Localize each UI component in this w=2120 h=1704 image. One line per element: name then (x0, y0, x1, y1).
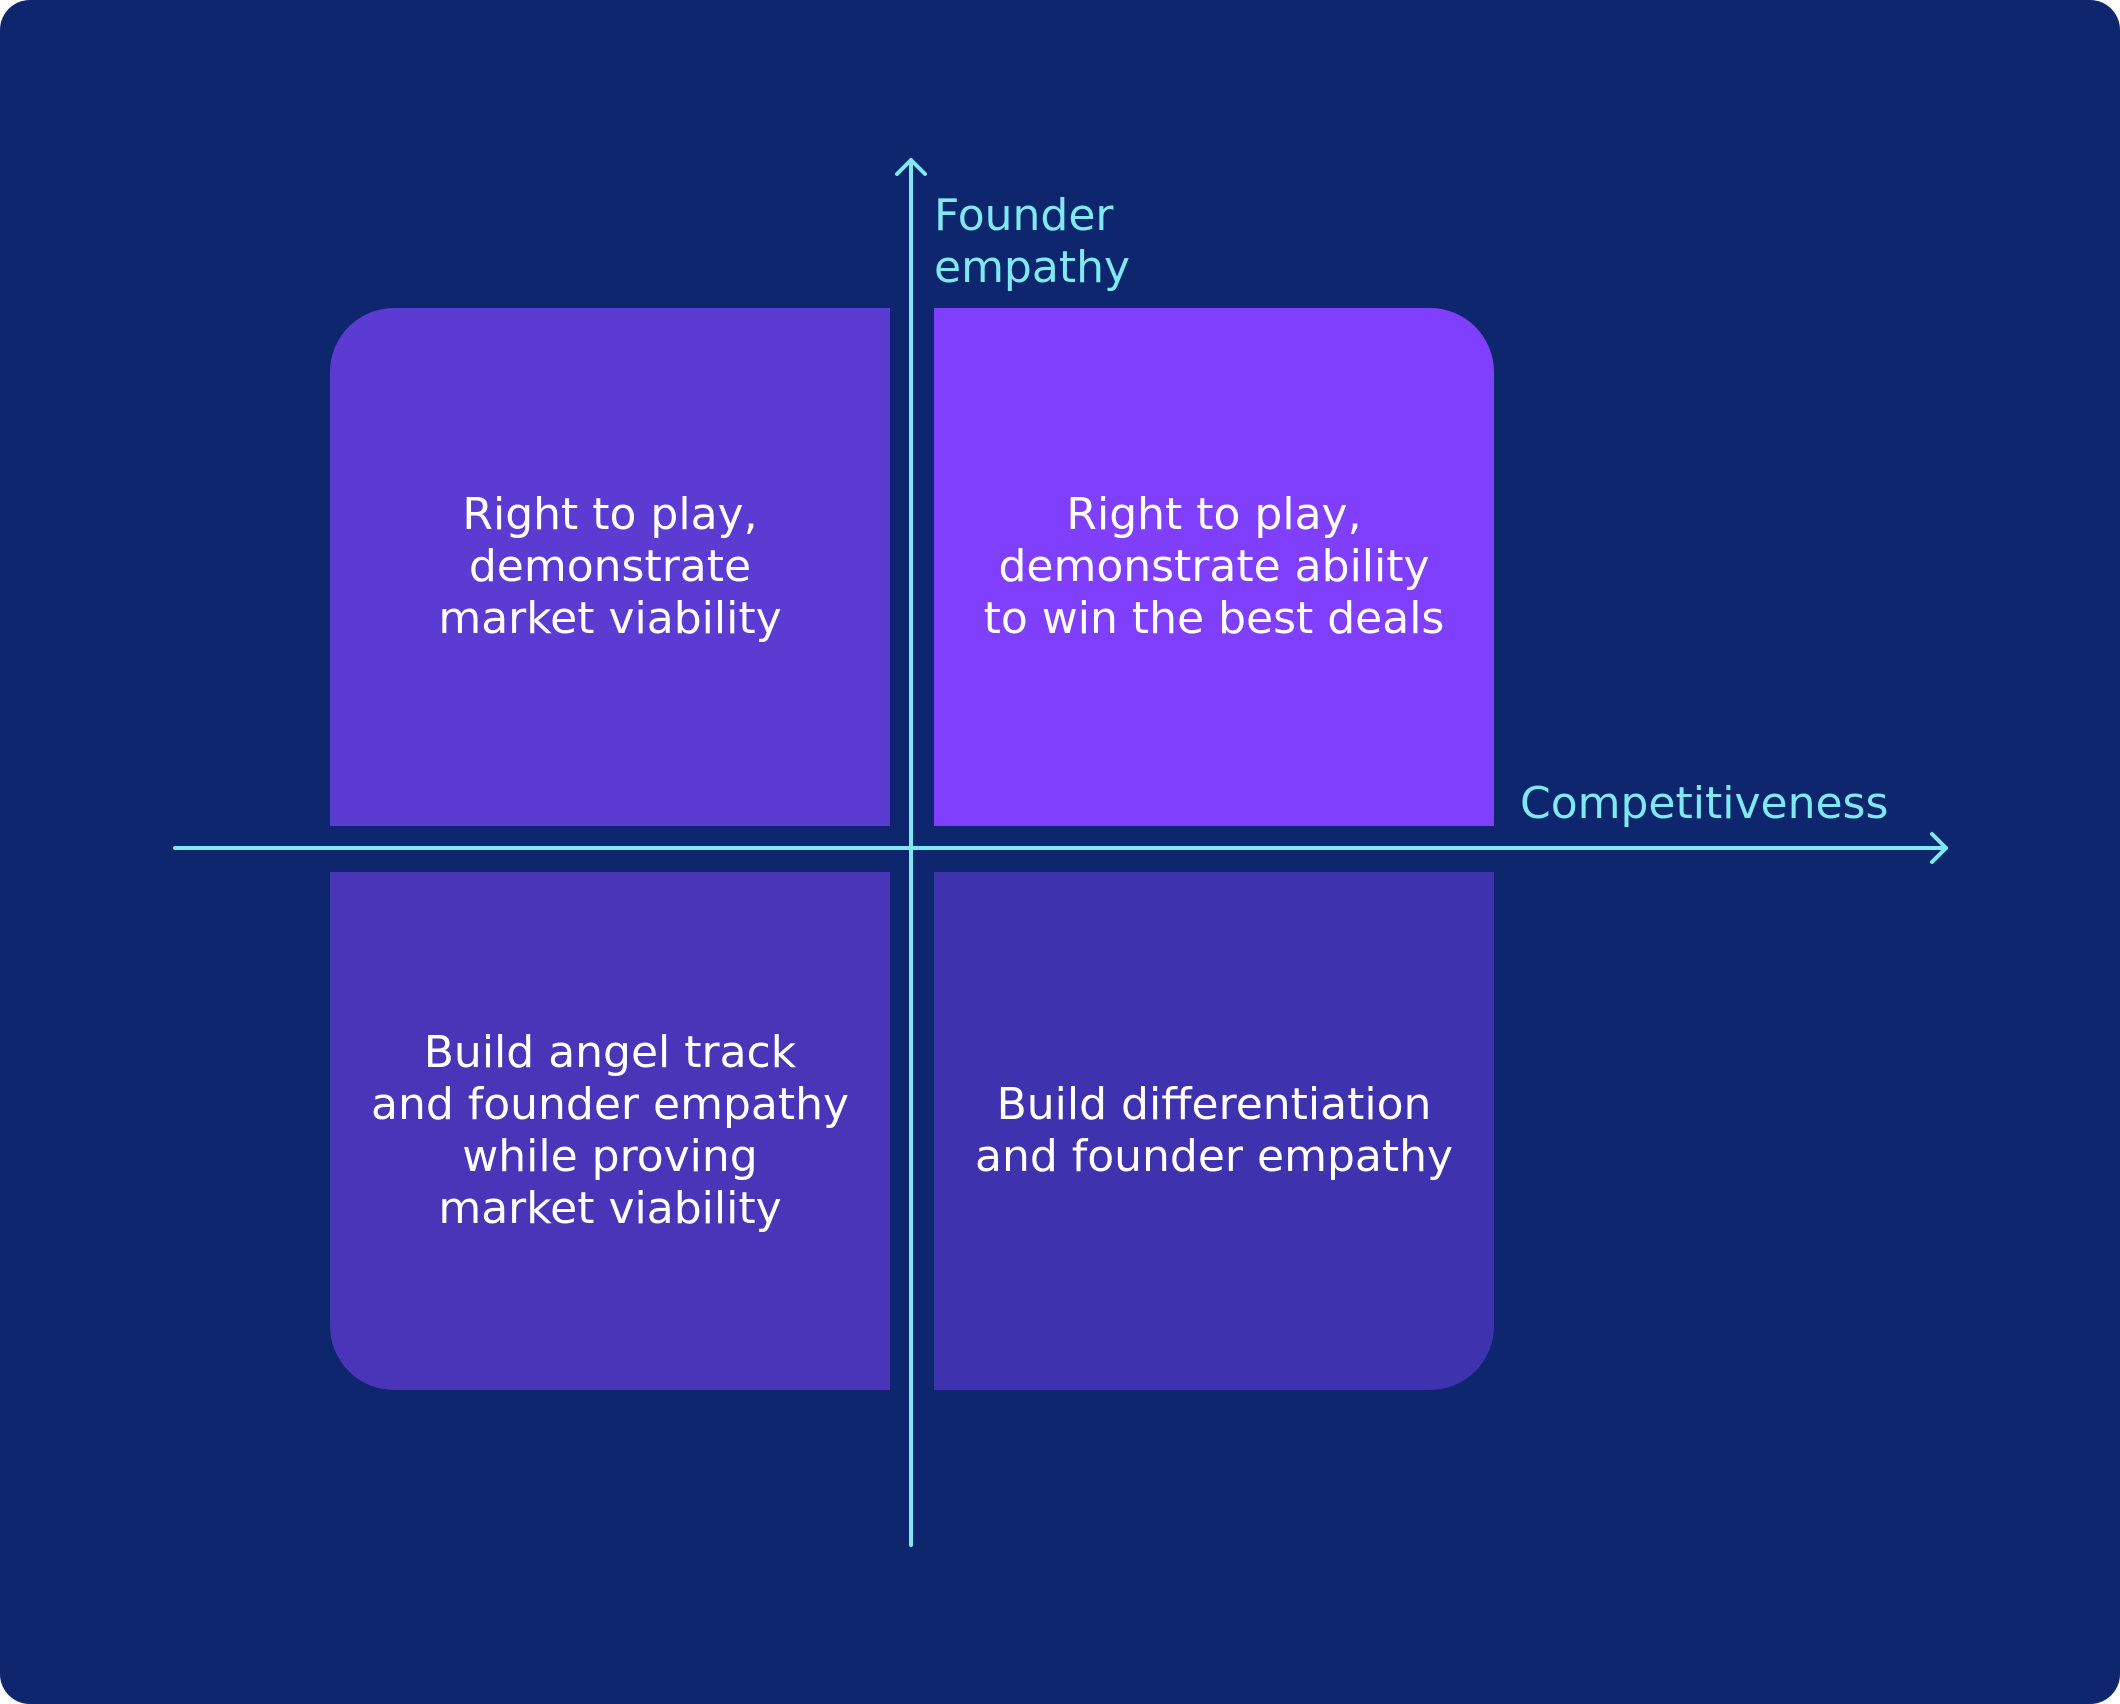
quadrant-top-left: Right to play, demonstrate market viabil… (330, 308, 890, 826)
quadrant-bottom-left: Build angel track and founder empathy wh… (330, 872, 890, 1390)
quadrant-bottom-left-text: Build angel track and founder empathy wh… (370, 1027, 850, 1234)
x-axis-label: Competitiveness (1520, 778, 1889, 829)
y-axis-label: Founder empathy (934, 190, 1131, 293)
quadrant-top-left-text: Right to play, demonstrate market viabil… (438, 489, 782, 644)
quadrant-bottom-right: Build differentiation and founder empath… (934, 872, 1494, 1390)
quadrant-top-right: Right to play, demonstrate ability to wi… (934, 308, 1494, 826)
quadrant-top-right-text: Right to play, demonstrate ability to wi… (983, 489, 1445, 644)
quadrant-bottom-right-text: Build differentiation and founder empath… (974, 1079, 1454, 1182)
